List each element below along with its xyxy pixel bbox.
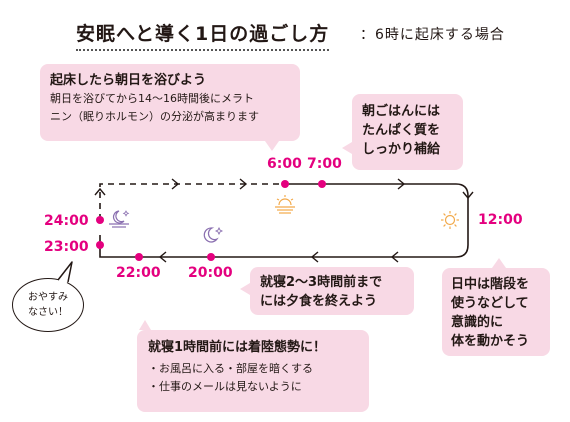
bubble-dinner-line-1: 就寝2〜3時間前まで <box>260 275 383 290</box>
bubble-breakfast-line-1: 朝ごはんには <box>362 104 441 119</box>
bubble-tail <box>265 141 279 151</box>
dot-2300 <box>96 241 104 249</box>
bubble-prebed: 就寝1時間前には着陸態勢に！ ・お風呂に入る・部屋を暗くする ・仕事のメールは見… <box>137 320 369 412</box>
arrow-down <box>462 191 474 200</box>
bubble-prebed-line-2: ・仕事のメールは見ないように <box>148 380 302 393</box>
bubble-breakfast: 朝ごはんには たんぱく質を しっかり補給 <box>342 94 463 170</box>
title-underline <box>76 49 330 51</box>
bubble-dinner-line-2: には夕食を終えよう <box>260 294 378 309</box>
bubble-daytime-line-4: 体を動かそう <box>451 334 530 349</box>
dot-2400 <box>96 216 104 224</box>
speech-line-2: なさい！ <box>28 307 68 318</box>
bubble-daytime: 日中は階段を 使うなどして 意識的に 体を動かそう <box>442 258 550 356</box>
bubble-daytime-line-3: 意識的に <box>451 315 504 330</box>
moon-over-horizon-icon <box>109 210 130 228</box>
bubble-tail <box>342 142 352 154</box>
time-label-2000: 20:00 <box>188 265 233 281</box>
sunrise-icon <box>275 195 295 214</box>
bubble-prebed-title: 就寝1時間前には着陸態勢に！ <box>148 340 327 355</box>
direction-arrows <box>94 178 474 263</box>
page-subtitle: ：6時に起床する場合 <box>360 27 505 43</box>
bubble-prebed-line-1: ・お風呂に入る・部屋を暗くする <box>148 362 313 375</box>
time-label-2400: 24:00 <box>44 213 89 229</box>
arrow-right-1 <box>171 178 180 190</box>
dot-0600 <box>281 180 289 188</box>
arrow-right-3 <box>397 178 406 190</box>
bubble-wake-up-title: 起床したら朝日を浴びよう <box>50 73 207 88</box>
bubble-wake-up-line-2: ニン（眠りホルモン）の分泌が高まります <box>50 110 259 123</box>
time-label-2200: 22:00 <box>116 265 161 281</box>
arrow-right-2 <box>239 178 248 190</box>
arrow-left-2 <box>310 251 319 263</box>
bubble-wake-up-line-1: 朝日を浴びてから14〜16時間後にメラト <box>50 92 254 105</box>
bubble-tail <box>492 258 506 268</box>
arrow-up <box>94 187 106 196</box>
dot-2200 <box>135 253 143 261</box>
time-label-2300: 23:00 <box>44 239 89 255</box>
bubble-tail <box>139 320 151 330</box>
bubble-dinner: 就寝2〜3時間前まで には夕食を終えよう <box>240 267 414 315</box>
arrow-left-1 <box>390 251 399 263</box>
speech-line-1: おやすみ <box>28 292 68 303</box>
time-dots <box>96 180 326 261</box>
sun-icon <box>441 211 459 229</box>
timeline-sleep-segment <box>99 183 285 220</box>
time-label-0700: 7:00 <box>307 156 342 172</box>
bubble-daytime-line-2: 使うなどして <box>451 296 529 311</box>
arrow-left-3 <box>158 251 167 263</box>
dot-0700 <box>318 180 326 188</box>
bubble-breakfast-line-3: しっかり補給 <box>362 142 441 157</box>
time-label-0600: 6:00 <box>267 156 302 172</box>
timeline-awake-segment <box>99 183 469 258</box>
dot-2000 <box>207 253 215 261</box>
bubble-daytime-line-1: 日中は階段を <box>451 277 530 292</box>
bubble-breakfast-line-2: たんぱく質を <box>362 123 441 138</box>
crescent-moon-icon <box>203 226 224 243</box>
bubble-wake-up: 起床したら朝日を浴びよう 朝日を浴びてから14〜16時間後にメラト ニン（眠りホ… <box>40 64 300 151</box>
page-title-text: 安眠へと導く1日の過ごし方 <box>76 23 330 45</box>
goodnight-speech-balloon: おやすみ なさい！ <box>12 278 84 332</box>
bubble-tail <box>240 283 250 295</box>
page-title: 安眠へと導く1日の過ごし方 <box>76 20 330 51</box>
time-label-1200: 12:00 <box>478 212 523 228</box>
